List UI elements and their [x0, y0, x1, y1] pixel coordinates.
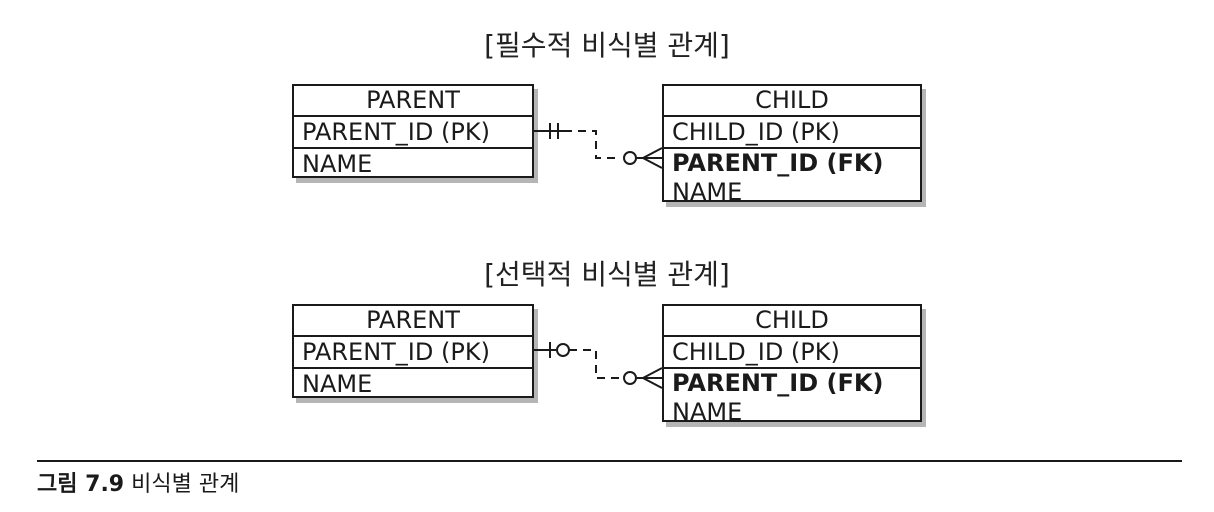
diagram-2-zero-circle: [623, 371, 637, 385]
diagram-2-child-entity: CHILD CHILD_ID (PK) PARENT_ID (FK) NAME: [662, 304, 922, 426]
diagram-2-parent-attr: NAME: [302, 370, 373, 398]
diagram-2-parent-name: PARENT: [294, 306, 532, 337]
diagram-1-dashed-route: [578, 130, 620, 159]
diagram-2-title: [선택적 비식별 관계]: [484, 258, 730, 291]
diagram-2-child-name: CHILD: [664, 306, 920, 337]
diagram-1-child-name: CHILD: [664, 86, 920, 117]
diagram-2-crowfoot-lower: [642, 377, 663, 389]
diagram-1-parent-attr: NAME: [302, 150, 373, 178]
diagram-1-parent-entity: PARENT PARENT_ID (PK) NAME: [292, 84, 534, 178]
diagram-1-parent-name: PARENT: [294, 86, 532, 117]
diagram-2-crowfoot-upper: [642, 367, 663, 379]
figure-caption-text: 비식별 관계: [131, 472, 240, 497]
diagram-1-child-attr: NAME: [672, 178, 743, 206]
diagram-2-parent-pk: PARENT_ID (PK): [294, 337, 532, 369]
diagram-2-parent-zero-circle: [556, 343, 570, 357]
figure-caption: 그림 7.9 비식별 관계: [37, 470, 239, 500]
figure-number: 그림 7.9: [37, 472, 125, 497]
diagram-1-child-fk: PARENT_ID (FK): [672, 149, 884, 177]
diagram-1-parent-pk: PARENT_ID (PK): [294, 117, 532, 149]
diagram-1-title: [필수적 비식별 관계]: [484, 29, 730, 62]
diagram-2-child-fk: PARENT_ID (FK): [672, 369, 884, 397]
diagram-2-child-attr: NAME: [672, 398, 743, 426]
diagram-2-child-pk: CHILD_ID (PK): [664, 337, 920, 369]
diagram-1-crowfoot-lower: [642, 157, 663, 169]
diagram-1-crowfoot-upper: [642, 147, 663, 159]
diagram-2-parent-entity: PARENT PARENT_ID (PK) NAME: [292, 304, 534, 398]
diagram-1-child-pk: CHILD_ID (PK): [664, 117, 920, 149]
caption-divider: [37, 460, 1182, 462]
diagram-1-child-entity: CHILD CHILD_ID (PK) PARENT_ID (FK) NAME: [662, 84, 922, 206]
diagram-2-dashed-route: [569, 349, 620, 379]
